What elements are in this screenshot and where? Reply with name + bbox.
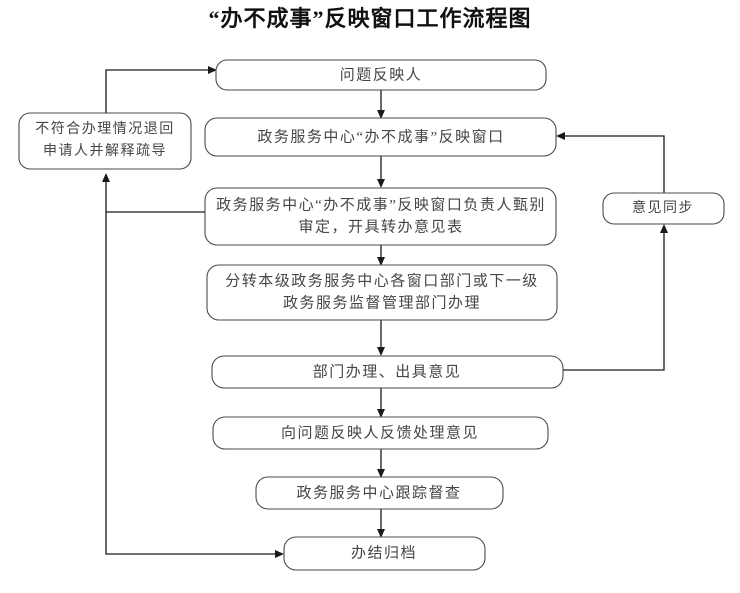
- node-archive-label: 办结归档: [351, 544, 417, 561]
- arrowhead-left-trunk-to-archive: [275, 550, 284, 558]
- node-window-label: 政务服务中心“办不成事”反映窗口: [257, 127, 504, 145]
- node-review-shape: [204, 187, 557, 246]
- arrowhead-window-to-review: [377, 179, 385, 188]
- node-feedback[interactable]: 向问题反映人反馈处理意见: [212, 416, 549, 450]
- arrowhead-review-to-reject: [102, 173, 110, 182]
- node-sync-label: 意见同步: [632, 199, 694, 216]
- node-sync-shape: [602, 192, 725, 225]
- edge-review-to-reject: [105, 181, 205, 213]
- node-review[interactable]: 政务服务中心“办不成事”反映窗口负责人甄别 审定，开具转办意见表: [204, 187, 557, 246]
- node-supervise-shape: [255, 476, 504, 510]
- node-dispatch-label-line1: 分转本级政务服务中心各窗口部门或下一级: [225, 271, 539, 289]
- node-archive-shape: [283, 536, 486, 571]
- node-reject[interactable]: 不符合办理情况退回 申请人并解释疏导: [18, 112, 192, 170]
- node-review-label-line2: 审定，开具转办意见表: [298, 217, 463, 235]
- node-reject-label-line1: 不符合办理情况退回: [35, 121, 175, 137]
- arrowhead-reporter-to-window: [377, 110, 385, 119]
- arrowhead-department-to-feedback: [377, 409, 385, 418]
- node-department[interactable]: 部门办理、出具意见: [211, 355, 564, 389]
- node-reject-shape: [18, 112, 192, 170]
- node-window[interactable]: 政务服务中心“办不成事”反映窗口: [204, 117, 557, 157]
- node-supervise-label: 政务服务中心跟踪督查: [296, 484, 461, 501]
- edge-left-trunk-to-archive: [105, 212, 276, 555]
- arrowhead-department-to-sync: [660, 224, 668, 233]
- edge-department-to-sync: [563, 232, 665, 371]
- edge-reject-to-reporter: [105, 69, 209, 113]
- node-dispatch-shape: [206, 264, 558, 321]
- node-reject-label-line2: 申请人并解释疏导: [43, 143, 167, 159]
- arrowhead-sync-to-window: [556, 132, 565, 140]
- edge-sync-to-window: [564, 135, 665, 193]
- node-department-shape: [211, 355, 564, 389]
- node-window-shape: [204, 117, 557, 157]
- page-title: “办不成事”反映窗口工作流程图: [208, 6, 531, 31]
- node-feedback-label: 向问题反映人反馈处理意见: [281, 423, 479, 441]
- node-department-label: 部门办理、出具意见: [313, 362, 462, 380]
- node-archive[interactable]: 办结归档: [283, 536, 486, 571]
- node-reporter-shape: [215, 59, 547, 91]
- arrowhead-supervise-to-archive: [377, 529, 385, 538]
- arrowhead-review-to-dispatch: [377, 257, 385, 266]
- node-sync[interactable]: 意见同步: [602, 192, 725, 225]
- node-reporter-label: 问题反映人: [340, 66, 423, 83]
- node-reporter[interactable]: 问题反映人: [215, 59, 547, 91]
- arrowhead-dispatch-to-department: [377, 347, 385, 356]
- node-dispatch-label-line2: 政务服务监督管理部门办理: [283, 294, 481, 311]
- arrowhead-reject-to-reporter: [208, 66, 217, 74]
- node-dispatch[interactable]: 分转本级政务服务中心各窗口部门或下一级 政务服务监督管理部门办理: [206, 264, 558, 321]
- node-supervise[interactable]: 政务服务中心跟踪督查: [255, 476, 504, 510]
- connector-layer: [102, 66, 668, 558]
- node-review-label-line1: 政务服务中心“办不成事”反映窗口负责人甄别: [216, 195, 546, 213]
- arrowhead-feedback-to-supervise: [377, 469, 385, 478]
- node-feedback-shape: [212, 416, 549, 450]
